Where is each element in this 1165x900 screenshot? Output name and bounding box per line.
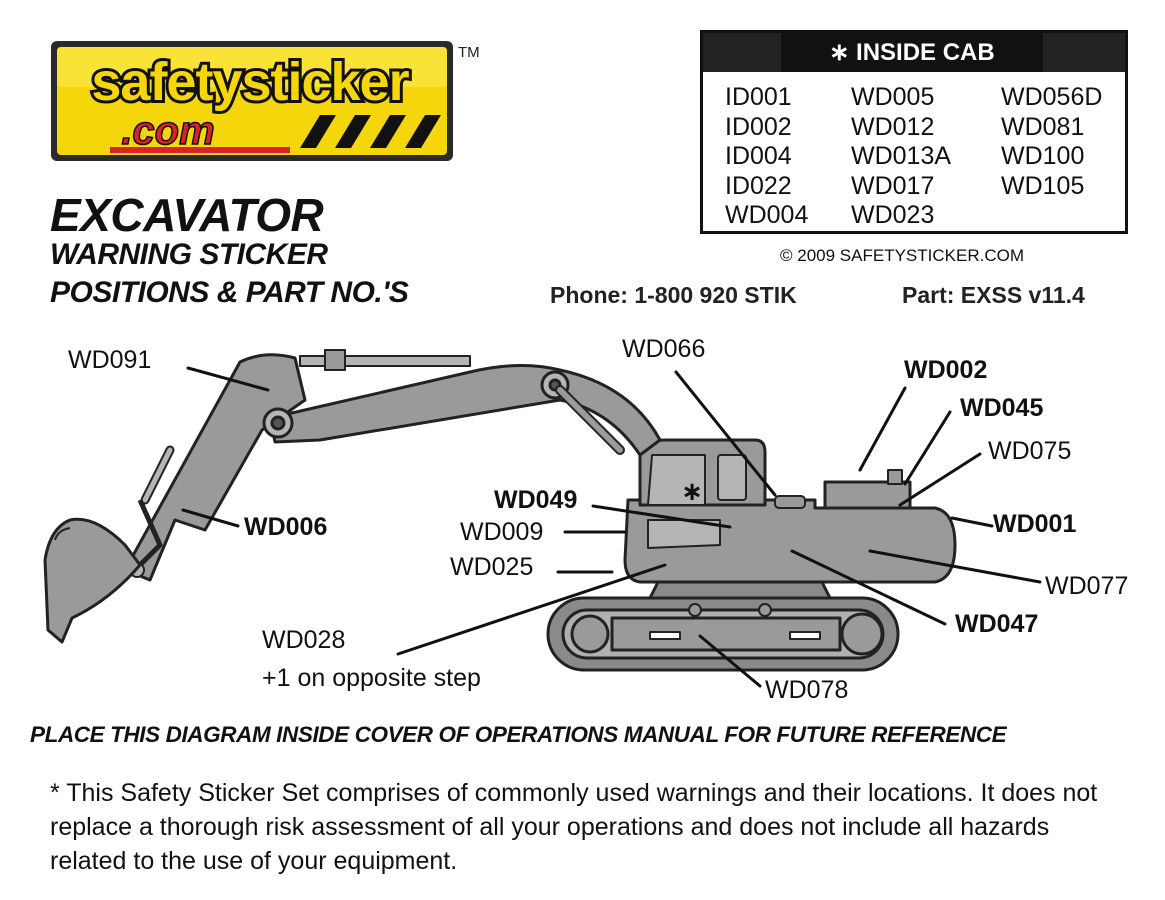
inside-cab-header: ∗ INSIDE CAB xyxy=(703,33,1125,72)
copyright-text: © 2009 SAFETYSTICKER.COM xyxy=(780,246,1024,265)
label-wd066: WD066 xyxy=(622,335,706,363)
cab-part: WD023 xyxy=(851,201,935,229)
leader-wd077 xyxy=(868,549,1042,584)
disclaimer-text: * This Safety Sticker Set comprises of c… xyxy=(50,779,1098,875)
logo-text-com: .com xyxy=(121,109,214,153)
logo-text-main: safetysticker xyxy=(91,52,409,112)
leader-wd078 xyxy=(698,634,762,688)
inside-cab-column-3: WD056D WD081 WD100 WD105 xyxy=(1001,83,1102,201)
label-wd001: WD001 xyxy=(993,510,1077,538)
leader-wd049 xyxy=(591,504,732,529)
leader-wd028 xyxy=(396,563,667,656)
cab-part: WD081 xyxy=(1001,112,1085,141)
label-wd091: WD091 xyxy=(68,346,152,374)
label-wd077: WD077 xyxy=(1045,572,1129,600)
trademark-symbol: TM xyxy=(458,44,480,61)
title-warning-sticker: WARNING STICKER xyxy=(50,238,328,271)
boom xyxy=(268,364,662,457)
cab-part: ID001 xyxy=(725,83,792,111)
stick-arm xyxy=(123,353,307,582)
cab-part: ID004 xyxy=(725,142,792,170)
leader-wd045 xyxy=(903,410,952,486)
leader-wd091 xyxy=(186,366,270,392)
cab-part: WD005 xyxy=(851,83,935,111)
title-excavator: EXCAVATOR xyxy=(50,189,324,241)
cab-part: WD105 xyxy=(1001,171,1085,200)
label-wd078: WD078 xyxy=(765,676,849,704)
safetysticker-logo: safetysticker safetysticker .com xyxy=(51,41,453,161)
inside-cab-heading: ∗ INSIDE CAB xyxy=(781,33,1043,72)
inside-cab-column-2: WD005 WD012 WD013A WD017 WD023 xyxy=(851,83,951,231)
phone-number: Phone: 1-800 920 STIK xyxy=(550,282,797,308)
title-positions: POSITIONS & PART NO.'S xyxy=(50,276,409,309)
cab-part: ID022 xyxy=(725,171,792,200)
leader-wd006 xyxy=(181,508,240,528)
cab-part: WD013A xyxy=(851,142,952,170)
excavator-diagram: ∗ xyxy=(43,349,1042,688)
label-wd025: WD025 xyxy=(450,553,534,581)
placement-instruction: PLACE THIS DIAGRAM INSIDE COVER OF OPERA… xyxy=(30,722,1007,747)
cab-part: WD012 xyxy=(851,112,935,141)
engine-hood xyxy=(823,480,912,510)
leader-wd075 xyxy=(898,452,982,507)
label-wd045: WD045 xyxy=(960,394,1044,422)
label-wd028-note: +1 on opposite step xyxy=(262,664,481,692)
cab-part: WD056D xyxy=(1001,83,1103,111)
cab-part: WD100 xyxy=(1001,142,1085,170)
inside-cab-box: ∗ INSIDE CAB ID001 ID002 ID004 ID022 WD0… xyxy=(700,30,1128,234)
label-wd009: WD009 xyxy=(460,518,544,546)
logo-text-main-fill: safetysticker xyxy=(91,52,409,112)
track-assembly xyxy=(546,596,900,672)
cab-part: WD017 xyxy=(851,171,935,200)
label-wd028: WD028 xyxy=(262,626,346,654)
label-wd002: WD002 xyxy=(904,356,988,384)
bucket xyxy=(43,517,142,644)
cab-part: ID002 xyxy=(725,112,792,141)
label-wd049: WD049 xyxy=(494,486,578,514)
cab-asterisk: ∗ xyxy=(681,477,703,507)
label-wd075: WD075 xyxy=(988,437,1072,465)
part-number: Part: EXSS v11.4 xyxy=(902,282,1085,308)
cab-part: WD004 xyxy=(725,201,809,229)
leader-wd001 xyxy=(950,516,994,528)
leader-wd066 xyxy=(674,370,777,497)
leader-wd002 xyxy=(858,386,907,472)
label-wd006: WD006 xyxy=(244,513,328,541)
inside-cab-column-1: ID001 ID002 ID004 ID022 WD004 xyxy=(725,83,808,231)
label-wd047: WD047 xyxy=(955,610,1039,638)
leader-wd047 xyxy=(790,549,947,626)
